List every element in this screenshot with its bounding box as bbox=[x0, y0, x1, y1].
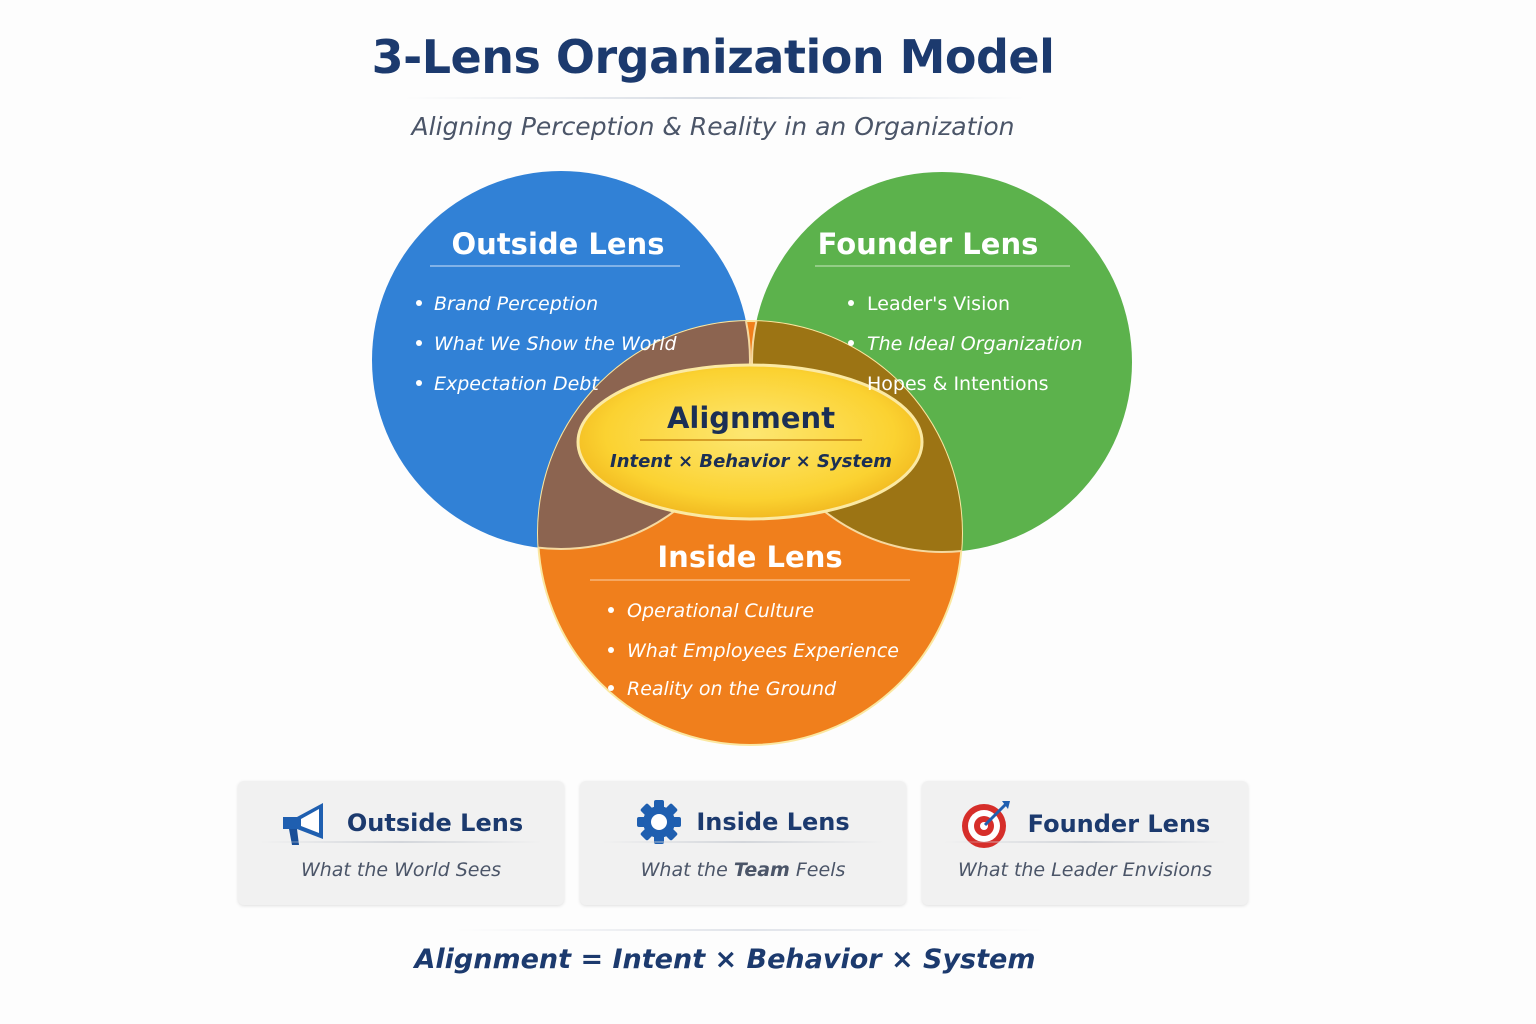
title-divider bbox=[405, 97, 1025, 99]
target-icon bbox=[961, 801, 1010, 848]
founder-lens-list: Leader's Vision The Ideal Organization H… bbox=[848, 293, 1083, 395]
outside-item: Brand Perception bbox=[434, 293, 598, 315]
card-subtitle: What the Team Feels bbox=[640, 859, 846, 881]
alignment-subtitle: Intent × Behavior × System bbox=[610, 451, 892, 472]
card-title: Inside Lens bbox=[696, 808, 850, 836]
card-subtitle: What the Leader Envisions bbox=[957, 859, 1212, 881]
founder-item: Leader's Vision bbox=[867, 293, 1010, 315]
page-subtitle: Aligning Perception & Reality in an Orga… bbox=[411, 112, 1015, 141]
inside-lens-title: Inside Lens bbox=[657, 540, 842, 574]
inside-item: Operational Culture bbox=[627, 600, 814, 622]
outside-lens-title: Outside Lens bbox=[452, 227, 665, 261]
card-title: Outside Lens bbox=[346, 809, 524, 837]
alignment-center bbox=[576, 363, 924, 521]
outside-item: Expectation Debt bbox=[434, 373, 600, 395]
founder-lens-card: Founder Lens What the Leader Envisions bbox=[922, 781, 1248, 905]
gear-icon bbox=[637, 800, 682, 844]
founder-item: Hopes & Intentions bbox=[867, 373, 1049, 395]
founder-lens-title: Founder Lens bbox=[818, 227, 1039, 261]
card-subtitle: What the World Sees bbox=[300, 859, 502, 881]
inside-lens-card: Inside Lens What the Team Feels bbox=[580, 781, 906, 905]
megaphone-icon bbox=[282, 803, 323, 845]
inside-item: Reality on the Ground bbox=[627, 678, 837, 700]
card-title: Founder Lens bbox=[1027, 810, 1211, 838]
founder-item: The Ideal Organization bbox=[867, 333, 1083, 355]
formula-divider bbox=[455, 929, 1045, 931]
inside-item: What Employees Experience bbox=[627, 640, 899, 662]
outside-lens-card: Outside Lens What the World Sees bbox=[238, 781, 564, 905]
outside-item: What We Show the World bbox=[434, 333, 678, 355]
outside-lens-list: Brand Perception What We Show the World … bbox=[416, 293, 678, 395]
alignment-title: Alignment bbox=[667, 401, 835, 435]
inside-lens-list: Operational Culture What Employees Exper… bbox=[608, 600, 899, 700]
alignment-formula: Alignment = Intent × Behavior × System bbox=[414, 944, 1036, 975]
page-title: 3-Lens Organization Model bbox=[371, 30, 1055, 84]
